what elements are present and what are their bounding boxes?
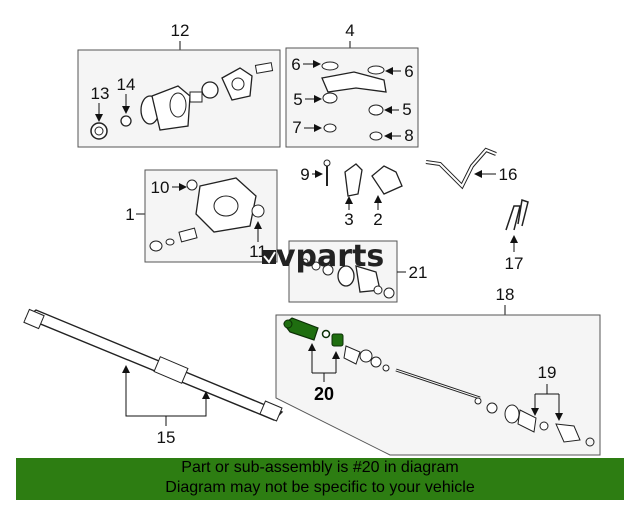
callout-14: 14 <box>117 75 136 94</box>
callout-7: 7 <box>292 118 301 137</box>
group-15-propeller-shaft[interactable]: 15 <box>23 308 284 447</box>
callout-5-right: 5 <box>402 100 411 119</box>
callout-21: 21 <box>409 263 428 282</box>
callout-6-right: 6 <box>404 62 413 81</box>
group-12-differential[interactable]: 12 13 14 <box>77 21 281 148</box>
callout-18: 18 <box>496 285 515 304</box>
part-20-highlighted[interactable] <box>283 317 344 347</box>
callout-10: 10 <box>151 178 170 197</box>
group-4-mount[interactable]: 4 6 6 5 5 7 8 <box>285 21 419 148</box>
group-9-3-2-brackets[interactable]: 9 3 2 <box>300 159 403 229</box>
group-16-pipe[interactable]: 16 <box>425 147 518 190</box>
callout-17: 17 <box>505 254 524 273</box>
vparts-logo: vparts <box>262 239 384 274</box>
group-17-clip[interactable]: 17 <box>505 199 529 273</box>
group-18-half-shaft[interactable]: 18 20 19 <box>275 285 601 456</box>
callout-8: 8 <box>404 126 413 145</box>
callout-15: 15 <box>157 428 176 447</box>
callout-13: 13 <box>91 84 110 103</box>
callout-5-left: 5 <box>293 90 302 109</box>
callout-19: 19 <box>538 363 557 382</box>
callout-20: 20 <box>314 384 334 404</box>
callout-9: 9 <box>300 165 309 184</box>
callout-1: 1 <box>125 205 134 224</box>
notice-line-1: Part or sub-assembly is #20 in diagram <box>181 459 459 476</box>
callout-3: 3 <box>344 210 353 229</box>
callout-12: 12 <box>171 21 190 40</box>
callout-4: 4 <box>345 21 354 40</box>
callout-16: 16 <box>499 165 518 184</box>
callout-2: 2 <box>373 210 382 229</box>
group-1-rear-differential[interactable]: 1 10 11 <box>125 169 278 263</box>
notice-banner: Part or sub-assembly is #20 in diagram D… <box>16 458 624 500</box>
group-21-boot-kit[interactable]: 21 <box>288 240 428 303</box>
notice-line-2: Diagram may not be specific to your vehi… <box>165 479 475 496</box>
logo-text: vparts <box>276 239 384 274</box>
callout-6-left: 6 <box>291 55 300 74</box>
